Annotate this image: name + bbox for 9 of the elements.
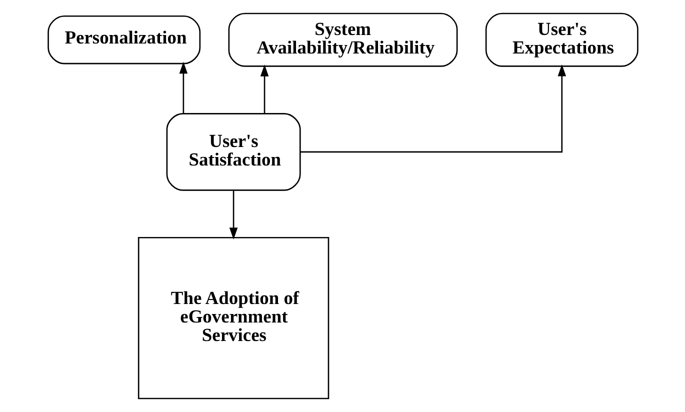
- arrow: [260, 64, 268, 114]
- node-box: The Adoption of eGovernment Services: [137, 237, 329, 400]
- node-box: System Availability/Reliability: [228, 12, 458, 67]
- node-box: User's Satisfaction: [166, 113, 300, 191]
- node-box: Personalization: [47, 15, 200, 64]
- node-box: User's Expectations: [484, 12, 638, 67]
- arrow: [300, 64, 566, 153]
- arrow: [178, 62, 188, 114]
- arrow: [228, 190, 238, 240]
